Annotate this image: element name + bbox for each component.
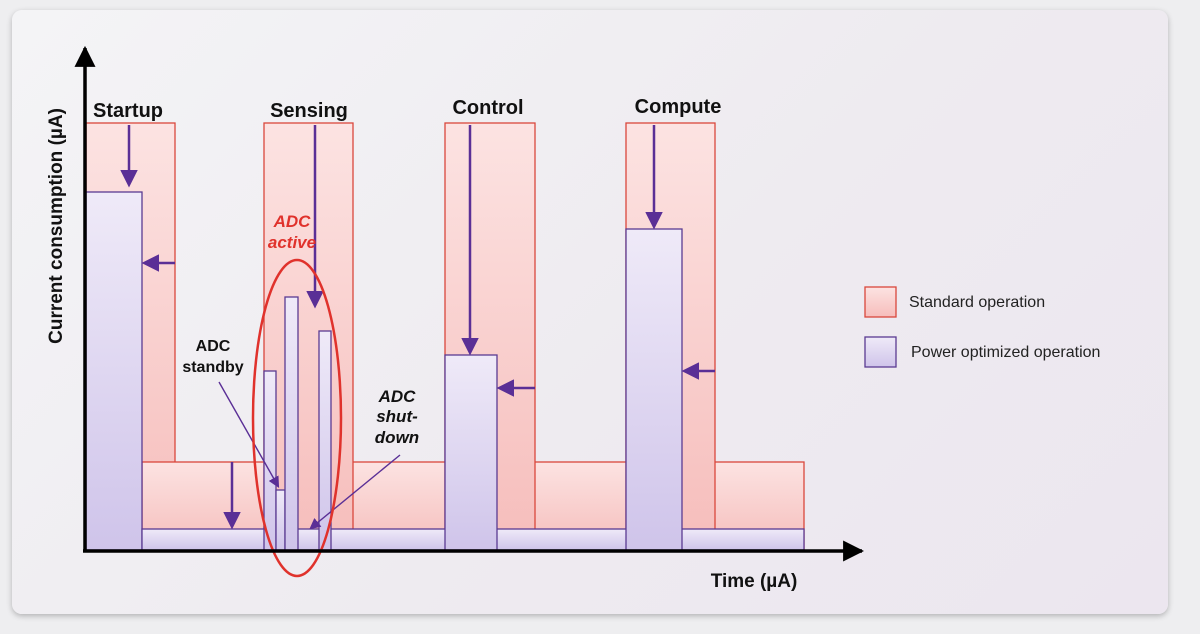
adc-shutdown-pointer — [309, 454, 401, 530]
optimized-compute-block — [625, 228, 683, 551]
phase-label-control: Control — [452, 97, 523, 119]
legend-swatch-optimized — [864, 336, 897, 368]
optimized-startup-block — [85, 191, 143, 551]
adc-active-highlight — [251, 258, 343, 578]
optimized-sensing-standby-step — [275, 489, 286, 551]
adc-active-label-line1: ADC — [273, 212, 312, 231]
adc-standby-label-line2: standby — [182, 359, 243, 376]
phase-label-sensing: Sensing — [270, 100, 348, 122]
adc-standby-label-line1: ADC — [196, 338, 231, 355]
adc-shutdown-label-line3: down — [375, 428, 419, 447]
adc-shutdown-label-line2: shut- — [376, 407, 418, 426]
legend: Standard operation Power optimized opera… — [864, 286, 1100, 368]
adc-active-label-line2: active — [268, 233, 316, 252]
optimized-control-block — [444, 354, 498, 551]
y-axis-label: Current consumption (µA) — [46, 108, 67, 344]
legend-label-standard: Standard operation — [909, 294, 1045, 311]
adc-pointers — [218, 381, 401, 530]
phase-label-compute: Compute — [635, 96, 722, 118]
axes — [74, 45, 865, 562]
x-axis-label: Time (µA) — [711, 571, 798, 592]
legend-swatch-standard — [864, 286, 897, 318]
optimized-operation-shapes — [85, 191, 805, 551]
phase-label-startup: Startup — [93, 100, 163, 122]
adc-shutdown-label-line1: ADC — [378, 387, 417, 406]
legend-label-optimized: Power optimized operation — [911, 344, 1100, 361]
adc-standby-pointer — [218, 381, 280, 488]
optimized-sensing-pulse-2 — [284, 296, 299, 551]
optimized-sensing-pulse-1 — [263, 370, 277, 551]
